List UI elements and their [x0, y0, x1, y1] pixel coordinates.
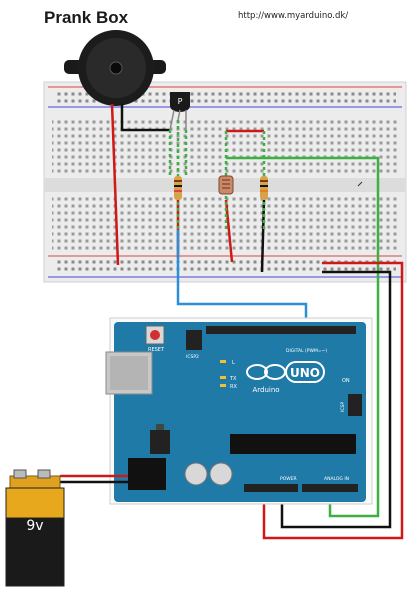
- resistor-1: [174, 176, 182, 200]
- analog-label: ANALOG IN: [324, 476, 349, 482]
- photoresistor: [218, 175, 234, 195]
- analog-header: [302, 484, 358, 492]
- buzzer-red-lead: [110, 103, 120, 266]
- battery-9v: 9v: [5, 469, 65, 587]
- digital-header: [206, 326, 356, 334]
- tx-label: TX: [229, 376, 237, 382]
- svg-text:P: P: [178, 97, 183, 106]
- breadboard-wires: [110, 103, 266, 273]
- green-signal-wire: [226, 156, 380, 518]
- digital-label: DIGITAL (PWM=~): [286, 348, 327, 354]
- breadboard: [43, 81, 407, 283]
- uno-label: UNO: [290, 366, 320, 380]
- transistor: P: [169, 92, 190, 131]
- power-header: [244, 484, 298, 492]
- rx-label: RX: [230, 384, 237, 390]
- resistor-2: [260, 176, 268, 200]
- l-label: L: [232, 360, 235, 366]
- blue-signal-wire: [176, 230, 308, 328]
- arduino-uno-board: RESET ICSP2 DIGITAL (PWM=~) L TX RX UNO …: [105, 317, 373, 505]
- on-label: ON: [342, 378, 350, 384]
- power-label: POWER: [280, 476, 297, 482]
- battery-label: 9v: [26, 518, 43, 534]
- reset-label: RESET: [148, 347, 165, 353]
- source-url: http://www.myarduino.dk/: [238, 11, 349, 21]
- arduino-logo: UNO Arduino: [246, 361, 325, 394]
- voltage-regulator: [150, 430, 170, 454]
- buzzer-black-lead: [120, 104, 170, 132]
- piezo-buzzer: [64, 30, 166, 106]
- arduino-brand-label: Arduino: [252, 386, 279, 394]
- black-wire-to-rail: [260, 199, 266, 273]
- diagram-title: Prank Box: [44, 8, 129, 27]
- connection-wires: [176, 156, 404, 540]
- icsp-label: ICSP: [340, 402, 346, 412]
- red-power-wire: [262, 261, 404, 540]
- icsp2-label: ICSP2: [186, 354, 199, 360]
- black-ground-wire: [280, 270, 392, 529]
- atmega-chip: [230, 434, 356, 454]
